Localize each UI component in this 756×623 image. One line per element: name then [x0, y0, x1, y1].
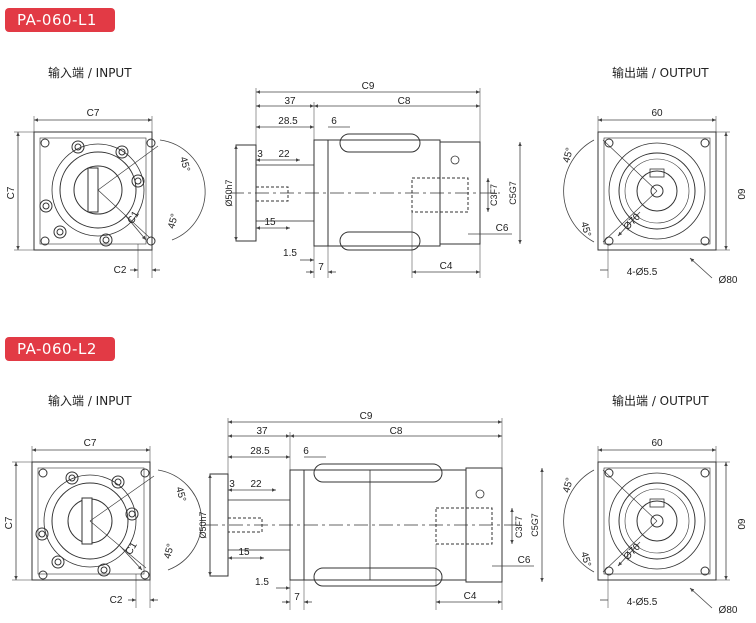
out-dim-60-top: 60 [651, 108, 663, 119]
dim-c7-top: C7 [87, 108, 100, 119]
dim-c4: C4 [464, 591, 477, 602]
dim-22: 22 [278, 149, 290, 160]
dim-3: 3 [229, 479, 235, 490]
dim-c1: C1 [124, 540, 140, 557]
dim-c9: C9 [362, 81, 375, 92]
input-angle-arc [159, 139, 206, 241]
out-dim-holes: 4-Ø5.5 [627, 267, 658, 278]
out-dim-70: Ø70 [622, 211, 643, 232]
input-bolt-holes [35, 468, 150, 580]
dim-37: 37 [284, 96, 296, 107]
housing-rib-top [313, 463, 443, 483]
output-key [649, 168, 665, 178]
out-dim-70: Ø70 [622, 541, 643, 562]
input-flange-inner [39, 137, 147, 245]
input-pitch-circle [51, 143, 145, 237]
section-2: C7 C7 C2 C1 45° 45° [4, 411, 746, 616]
dim-7: 7 [294, 592, 300, 603]
output-pitch-circle [608, 142, 706, 240]
dim-6: 6 [331, 116, 337, 127]
housing-rib-bottom [313, 567, 443, 587]
output-shaft-hidden [411, 177, 469, 213]
dim-c2: C2 [110, 595, 123, 606]
output-shaft [636, 170, 678, 212]
dim-c1: C1 [126, 209, 142, 226]
input-flange-outline [33, 131, 153, 251]
side-view-1 [230, 88, 522, 278]
dim-28-5: 28.5 [250, 446, 270, 457]
dim-c9: C9 [360, 411, 373, 422]
dim-c4: C4 [440, 261, 453, 272]
dim-50h7: Ø50h7 [224, 179, 234, 206]
output-flange-outline [597, 131, 717, 251]
output-view-2 [563, 446, 730, 609]
dim-c3f7: C3F7 [489, 184, 499, 206]
dim-c3f7: C3F7 [514, 516, 524, 538]
input-bolt-holes [39, 138, 156, 247]
input-shaft-hidden [255, 186, 289, 202]
angle-b: 45° [162, 543, 177, 560]
dim-50h7: Ø50h7 [198, 511, 208, 538]
input-view-label-2: 输入端 / INPUT [48, 394, 132, 408]
dim-7: 7 [318, 262, 324, 273]
out-dim-80: Ø80 [719, 605, 738, 616]
dim-c8: C8 [390, 426, 403, 437]
angle-b: 45° [166, 213, 181, 230]
output-bolt-holes [604, 138, 710, 246]
out-angle-a: 45° [561, 147, 576, 164]
dim-c7-side: C7 [4, 516, 15, 529]
dim-1-5: 1.5 [283, 248, 297, 259]
input-view-1 [14, 116, 206, 278]
out-dim-80: Ø80 [719, 275, 738, 286]
out-dim-holes: 4-Ø5.5 [627, 597, 658, 608]
input-boss [59, 151, 137, 229]
out-dim-60-top: 60 [651, 438, 663, 449]
dim-22: 22 [250, 479, 262, 490]
input-view-2 [12, 446, 203, 608]
out-dim-60-side: 60 [735, 518, 746, 530]
angle-a: 45° [173, 486, 188, 503]
dim-15: 15 [264, 217, 276, 228]
housing-rib-bottom [339, 231, 421, 251]
input-bore [73, 165, 123, 215]
dim-c6: C6 [496, 223, 509, 234]
input-view-label-1: 输入端 / INPUT [48, 66, 132, 80]
output-bolt-holes [604, 468, 710, 576]
dim-c6: C6 [518, 555, 531, 566]
side-view-2 [204, 418, 544, 610]
dim-37: 37 [256, 426, 268, 437]
model-badge-1: PA-060-L1 [5, 8, 115, 32]
dim-15: 15 [238, 547, 250, 558]
output-view-1 [563, 116, 730, 279]
dim-c5g7: C5G7 [508, 181, 518, 205]
dim-c8: C8 [398, 96, 411, 107]
dim-28-5: 28.5 [278, 116, 298, 127]
out-dim-60-side: 60 [735, 188, 746, 200]
input-clamp-slot [87, 167, 99, 213]
dim-c7-side: C7 [6, 186, 17, 199]
output-pilot [618, 152, 696, 230]
input-flange-outline [31, 461, 151, 581]
dim-c5g7: C5G7 [530, 513, 540, 537]
out-angle-b: 45° [578, 551, 593, 568]
angle-a: 45° [177, 156, 192, 173]
housing-rib-top [339, 133, 421, 153]
dim-c2: C2 [114, 265, 127, 276]
output-view-label-1: 输出端 / OUTPUT [612, 66, 709, 80]
output-view-label-2: 输出端 / OUTPUT [612, 394, 709, 408]
section-1: C7 C7 C2 C1 45° 45° [6, 81, 746, 286]
dim-1-5: 1.5 [255, 577, 269, 588]
dim-c7-top: C7 [84, 438, 97, 449]
model-badge-2: PA-060-L2 [5, 337, 115, 361]
dim-6: 6 [303, 446, 309, 457]
out-angle-b: 45° [578, 221, 593, 238]
dim-3: 3 [257, 149, 263, 160]
out-angle-a: 45° [561, 477, 576, 494]
